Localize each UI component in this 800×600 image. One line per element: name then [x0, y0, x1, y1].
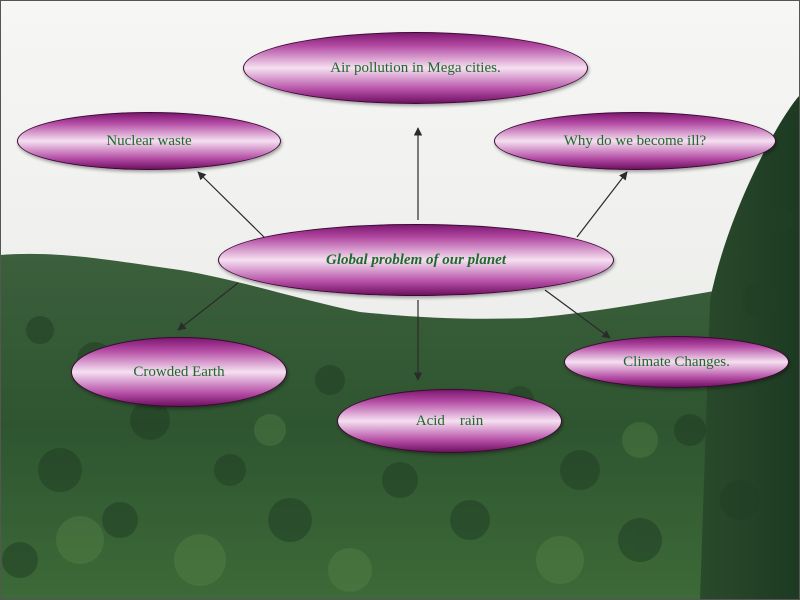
center-node-label: Global problem of our planet — [325, 251, 506, 268]
node-why-ill-label: Why do we become ill? — [563, 132, 707, 149]
node-climate-changes: Climate Changes. — [564, 336, 789, 388]
arrow-to-climate-changes — [544, 289, 611, 339]
node-crowded-earth-label: Crowded Earth — [133, 363, 225, 380]
arrow-to-nuclear-waste — [197, 171, 266, 239]
node-air-pollution: Air pollution in Mega cities. — [243, 32, 588, 104]
arrow-to-why-ill — [576, 171, 628, 238]
node-acid-rain-label: Acid rain — [415, 412, 484, 429]
node-why-ill: Why do we become ill? — [494, 112, 776, 170]
node-air-pollution-label: Air pollution in Mega cities. — [330, 59, 501, 76]
connector-arrows — [177, 127, 628, 381]
arrow-to-crowded-earth — [177, 282, 239, 331]
center-node-global-problem: Global problem of our planet — [218, 224, 614, 296]
node-crowded-earth: Crowded Earth — [71, 337, 287, 407]
node-nuclear-waste-label: Nuclear waste — [106, 132, 192, 149]
node-acid-rain: Acid rain — [337, 389, 562, 453]
node-climate-changes-label: Climate Changes. — [623, 353, 730, 370]
node-nuclear-waste: Nuclear waste — [17, 112, 281, 170]
